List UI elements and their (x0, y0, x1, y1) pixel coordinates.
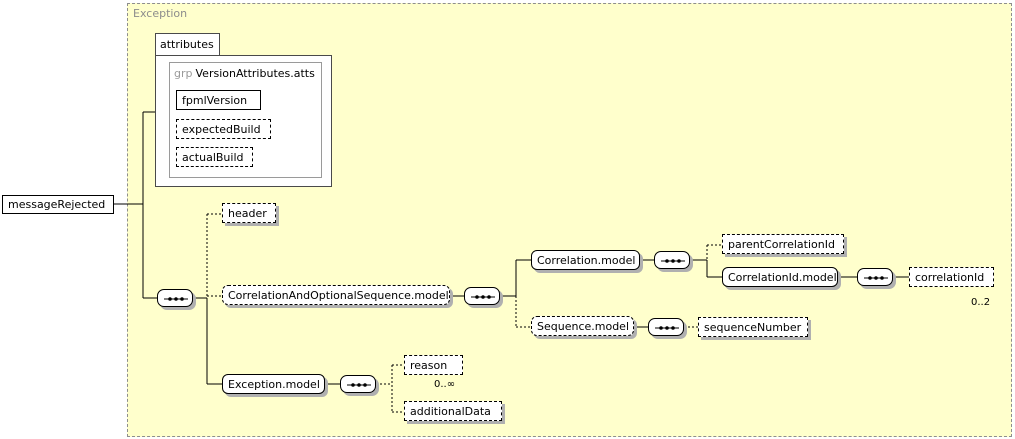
group-correlation-model[interactable]: Correlation.model (531, 250, 640, 270)
sequence-compositor-correlation-id[interactable] (857, 268, 893, 286)
element-additional-data[interactable]: additionalData (404, 401, 502, 421)
group-name: VersionAttributes.atts (195, 67, 315, 80)
sequence-icon (347, 383, 371, 387)
element-header[interactable]: header (222, 203, 276, 223)
element-reason[interactable]: reason (404, 355, 466, 378)
group-keyword: grp (174, 67, 193, 80)
frame-title: Exception (133, 7, 188, 20)
group-correlation-id-model[interactable]: CorrelationId.model (722, 267, 838, 287)
cardinality-reason: 0..∞ (434, 379, 456, 390)
element-sequence-number[interactable]: sequenceNumber (698, 317, 808, 337)
attribute-actual-build[interactable]: actualBuild (176, 147, 253, 167)
element-parent-correlation-id[interactable]: parentCorrelationId (722, 234, 844, 254)
group-sequence-model[interactable]: Sequence.model (531, 316, 634, 336)
attribute-expected-build[interactable]: expectedBuild (176, 119, 271, 139)
sequence-icon (864, 276, 888, 280)
group-correlation-and-optional-sequence[interactable]: CorrelationAndOptionalSequence.model (222, 285, 450, 305)
sequence-compositor-correlation[interactable] (654, 251, 690, 269)
sequence-icon (655, 326, 679, 330)
attributes-tab: attributes (155, 33, 220, 55)
group-exception-model[interactable]: Exception.model (222, 374, 325, 394)
cardinality-correlation-id: 0..2 (971, 297, 991, 308)
attribute-fpml-version[interactable]: fpmlVersion (176, 90, 261, 110)
sequence-compositor-correlation-optional[interactable] (464, 287, 500, 305)
sequence-compositor-sequence[interactable] (648, 318, 684, 336)
sequence-compositor-main[interactable] (157, 289, 193, 307)
sequence-icon (164, 297, 188, 301)
sequence-icon (471, 295, 495, 299)
element-correlation-id[interactable]: correlationId (909, 267, 997, 290)
root-element-message-rejected[interactable]: messageRejected (2, 195, 114, 214)
sequence-icon (661, 259, 685, 263)
sequence-compositor-exception[interactable] (340, 375, 376, 393)
